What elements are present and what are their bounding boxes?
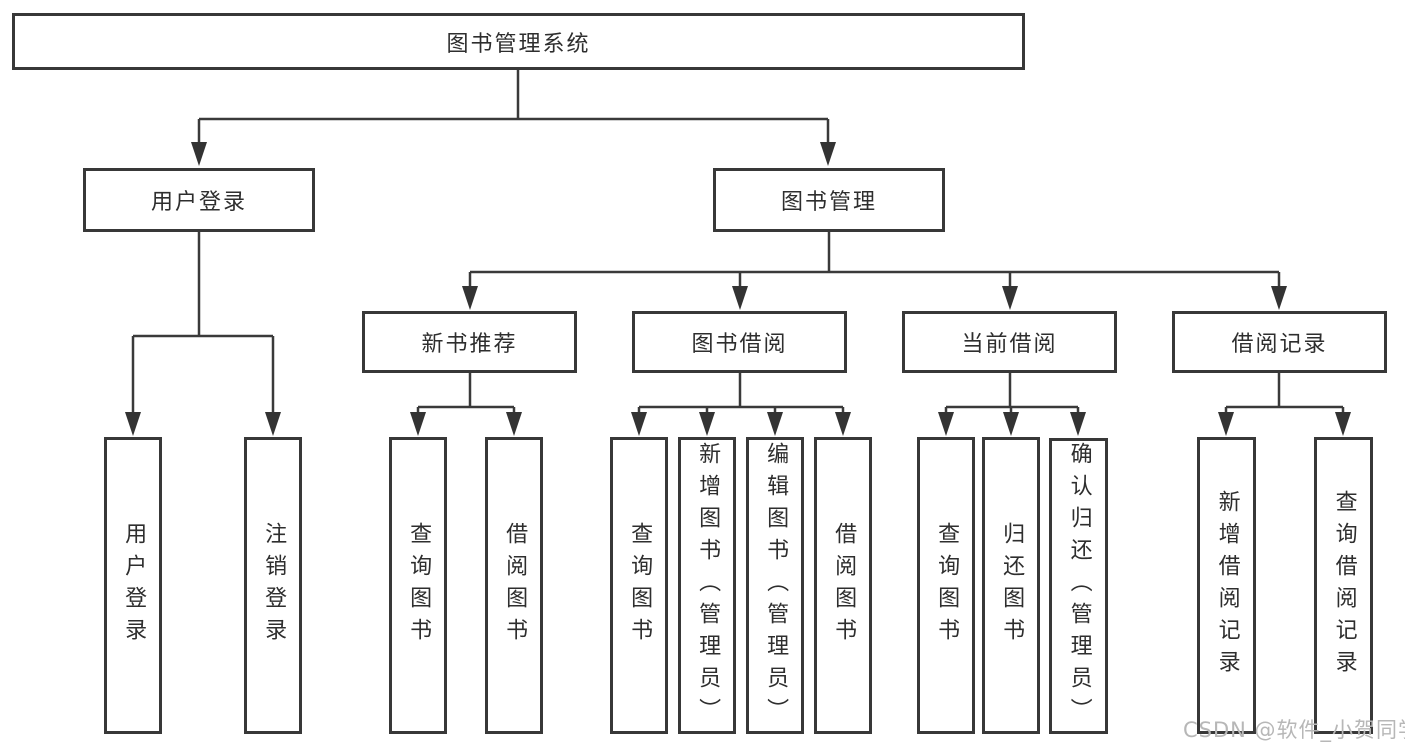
- leaf-logout: 注销登录: [244, 437, 302, 734]
- leaf-add-books-admin: 新增图书（管理员）: [678, 437, 736, 734]
- node-label: 借阅记录: [1231, 332, 1328, 357]
- leaf-borrow-books: 借阅图书: [814, 437, 872, 734]
- leaf-query-books-borrow: 查询图书: [610, 437, 668, 734]
- leaf-add-borrowing-record: 新增借阅记录: [1197, 437, 1256, 734]
- arrowhead-group: [125, 142, 1351, 436]
- node-label: 新增图书（管理员）: [695, 441, 721, 730]
- node-label: 新增借阅记录: [1214, 489, 1240, 682]
- node-label: 查询图书: [934, 521, 960, 650]
- node-current-borrowing: 当前借阅: [902, 311, 1117, 373]
- leaf-confirm-return-admin: 确认归还（管理员）: [1049, 438, 1108, 734]
- leaf-return-books: 归还图书: [982, 437, 1040, 734]
- node-label: 用户登录: [121, 521, 147, 650]
- node-borrowing-records: 借阅记录: [1172, 311, 1387, 373]
- leaf-edit-books-admin: 编辑图书（管理员）: [746, 437, 804, 734]
- node-label: 查询图书: [406, 521, 432, 650]
- node-book-management: 图书管理: [713, 168, 945, 232]
- node-label: 新书推荐: [421, 332, 518, 357]
- leaf-query-books-recommend: 查询图书: [389, 437, 447, 734]
- node-label: 用户登录: [150, 190, 247, 215]
- node-new-book-recommend: 新书推荐: [362, 311, 577, 373]
- node-library-management-system: 图书管理系统: [12, 13, 1025, 70]
- node-label: 编辑图书（管理员）: [763, 441, 789, 730]
- leaf-user-login: 用户登录: [104, 437, 162, 734]
- watermark: CSDN @软件_小贺同学: [1183, 718, 1405, 742]
- node-label: 借阅图书: [831, 521, 857, 650]
- node-label: 当前借阅: [961, 332, 1058, 357]
- node-book-borrowing: 图书借阅: [632, 311, 847, 373]
- node-label: 图书管理系统: [446, 31, 591, 57]
- leaf-query-borrowing-record: 查询借阅记录: [1314, 437, 1373, 734]
- node-label: 借阅图书: [502, 521, 528, 650]
- node-label: 确认归还（管理员）: [1066, 442, 1092, 730]
- node-label: 图书管理: [780, 190, 877, 215]
- node-user-login: 用户登录: [83, 168, 315, 232]
- node-label: 查询借阅记录: [1331, 489, 1357, 682]
- node-label: 归还图书: [999, 521, 1025, 650]
- node-label: 查询图书: [627, 521, 653, 650]
- node-label: 图书借阅: [691, 332, 788, 357]
- leaf-query-books-current: 查询图书: [917, 437, 975, 734]
- leaf-borrow-books-recommend: 借阅图书: [485, 437, 543, 734]
- node-label: 注销登录: [261, 521, 287, 650]
